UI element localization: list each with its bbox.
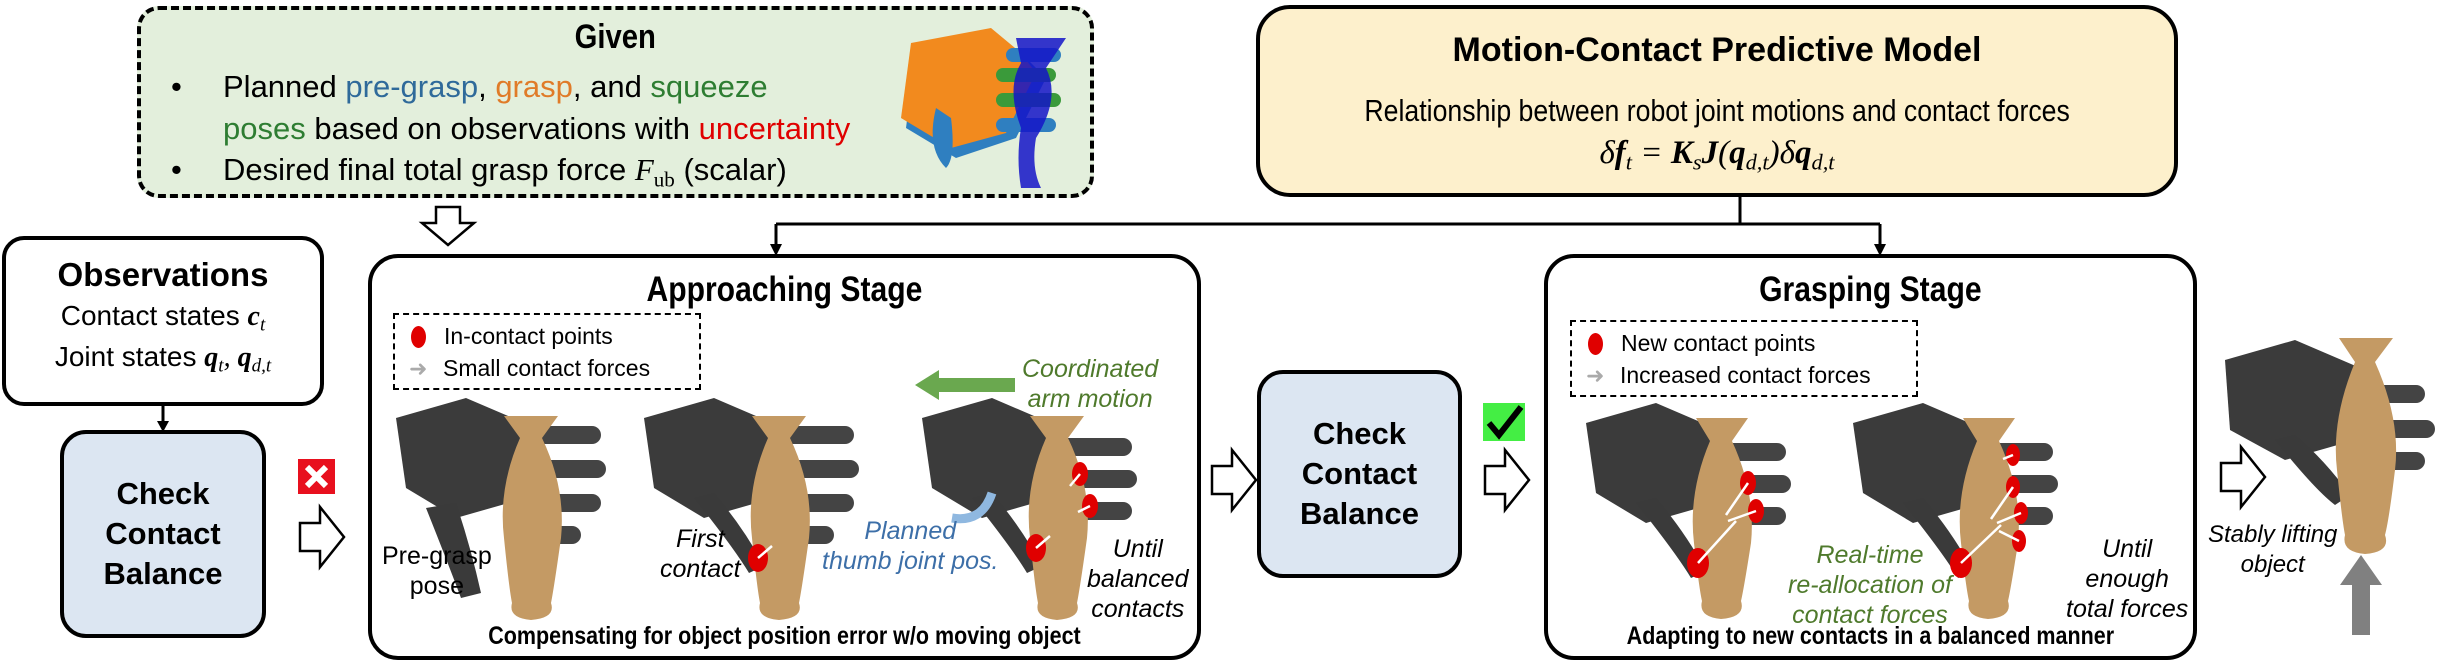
- scene-balanced: [922, 398, 1137, 620]
- grasp-term: grasp: [495, 69, 573, 104]
- approaching-title: Approaching Stage: [646, 270, 923, 309]
- grasping-legend: New contact points ➜Increased contact fo…: [1570, 320, 1918, 397]
- model-title: Motion-Contact Predictive Model: [1452, 31, 1982, 69]
- squeeze-term: squeeze: [650, 69, 768, 104]
- model-equation: δft = KsJ(qd,t)δqd,t: [1599, 135, 1835, 175]
- gray-arrow-icon: ➜: [409, 355, 428, 381]
- given-title: Given: [574, 18, 657, 56]
- model-box: Motion-Contact Predictive Model Relation…: [1256, 5, 2178, 197]
- given-bullet-1: •Planned pre-grasp, grasp, and squeeze p…: [171, 69, 851, 146]
- uncertainty-term: uncertainty: [698, 111, 851, 146]
- fail-to-approach-arrow: [298, 503, 346, 571]
- scene-first-contact: [644, 398, 859, 620]
- scene-grasp-final: [1853, 403, 2058, 619]
- approaching-stage: Approaching Stage In-contact points ➜Sma…: [368, 254, 1201, 660]
- observations-title: Observations: [57, 256, 269, 293]
- red-x-icon: [298, 459, 335, 494]
- red-contact-dot-icon: [411, 325, 426, 348]
- legend-item-force: ➜Small contact forces: [409, 355, 651, 381]
- scene-lifted-object: [2225, 338, 2435, 554]
- lift-up-arrow: [2340, 555, 2382, 635]
- approach-to-check-arrow: [1210, 446, 1258, 514]
- grasping-title: Grasping Stage: [1759, 270, 1982, 309]
- scene-pregrasp: [396, 398, 606, 620]
- model-subtitle: Relationship between robot joint motions…: [1364, 93, 2070, 128]
- grasping-caption: Adapting to new contacts in a balanced m…: [1626, 622, 2115, 650]
- approaching-legend: In-contact points ➜Small contact forces: [393, 313, 701, 390]
- given-down-arrow: [418, 205, 478, 247]
- given-bullet-2: •Desired final total grasp force Fub (sc…: [171, 152, 787, 192]
- pass-to-grasp-arrow: [1483, 446, 1531, 514]
- red-contact-dot-icon: [1588, 332, 1603, 355]
- observations-box: Observations Contact states ct Joint sta…: [2, 236, 324, 406]
- legend-item-new-contact: New contact points: [1572, 330, 1815, 357]
- joint-states: Joint states qt, qd,t: [54, 340, 272, 377]
- obs-to-check-arrow: [157, 405, 169, 432]
- given-box: Given •Planned pre-grasp, grasp, and squ…: [137, 6, 1094, 198]
- legend-item-increased-force: ➜Increased contact forces: [1586, 362, 1871, 388]
- pregrasp-term: pre-grasp: [345, 69, 479, 104]
- arm-motion-arrow: [915, 370, 1015, 400]
- contact-states: Contact states ct: [60, 300, 266, 336]
- legend-item-contact: In-contact points: [395, 323, 613, 350]
- grasping-stage: Grasping Stage New contact points ➜Incre…: [1544, 254, 2197, 660]
- approaching-caption: Compensating for object position error w…: [488, 622, 1081, 650]
- planned-poses-illustration: [901, 28, 1066, 188]
- green-check-icon: [1483, 403, 1525, 441]
- grasp-to-lift-arrow: [2219, 443, 2267, 511]
- scene-grasp-initial: [1586, 403, 1791, 619]
- gray-arrow-icon: ➜: [1586, 362, 1605, 388]
- thumb-rotation-arrow: [951, 491, 997, 524]
- model-connector: [770, 197, 1886, 256]
